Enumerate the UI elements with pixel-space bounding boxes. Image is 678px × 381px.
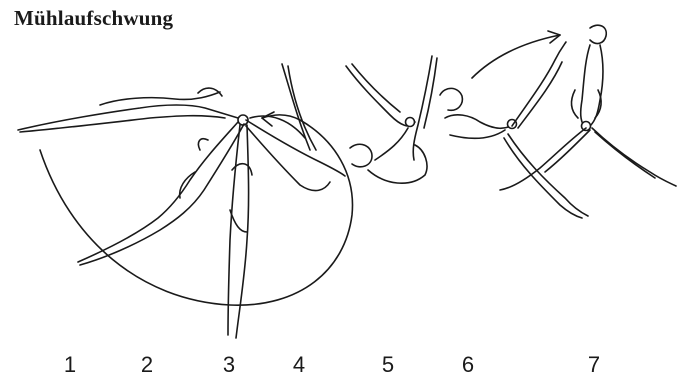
- gymnast-figure-1: [18, 88, 238, 132]
- figure-number-4: 4: [293, 352, 305, 378]
- figure-number-6: 6: [462, 352, 474, 378]
- motion-arrow: [472, 35, 560, 78]
- figure-number-1: 1: [64, 352, 76, 378]
- gymnast-figure-2: [78, 122, 244, 265]
- arc-arrowhead: [262, 112, 274, 126]
- gymnast-figure-7: [500, 25, 676, 190]
- gymnast-figure-4: [246, 64, 345, 191]
- swing-arc: [40, 115, 352, 305]
- figure-number-5: 5: [382, 352, 394, 378]
- gymnast-figure-5: [346, 56, 437, 183]
- gymnast-figure-6: [440, 42, 588, 218]
- gymnast-figure-3: [228, 125, 252, 338]
- figure-number-3: 3: [223, 352, 235, 378]
- figure-number-2: 2: [141, 352, 153, 378]
- figure-number-7: 7: [588, 352, 600, 378]
